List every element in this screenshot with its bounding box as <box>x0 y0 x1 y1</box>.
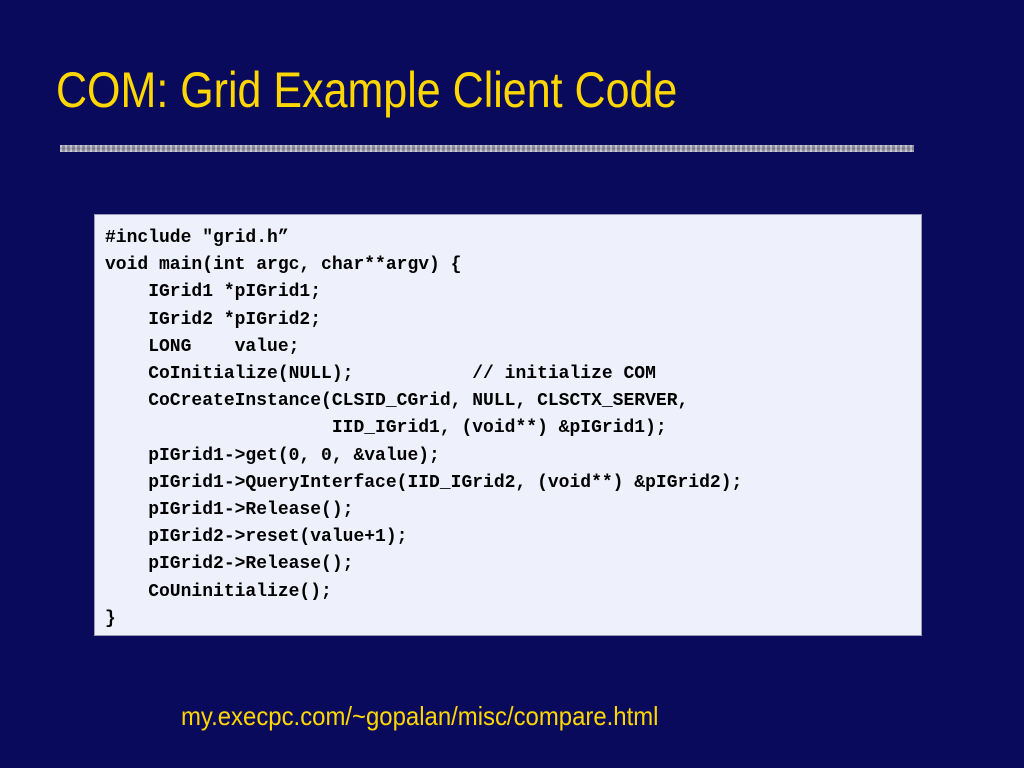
code-line: CoCreateInstance(CLSID_CGrid, NULL, CLSC… <box>105 391 689 412</box>
code-line: IID_IGrid1, (void**) &pIGrid1); <box>105 418 667 439</box>
code-line: pIGrid1->get(0, 0, &value); <box>105 445 440 466</box>
slide-title: COM: Grid Example Client Code <box>56 62 678 118</box>
reference-link[interactable]: my.execpc.com/~gopalan/misc/compare.html <box>181 701 659 731</box>
code-line: CoUninitialize(); <box>105 581 332 602</box>
code-line: void main(int argc, char**argv) { <box>105 255 462 276</box>
code-line: pIGrid1->Release(); <box>105 500 354 521</box>
code-block: #include "grid.h” void main(int argc, ch… <box>94 214 922 636</box>
code-line: pIGrid1->QueryInterface(IID_IGrid2, (voi… <box>105 472 743 493</box>
code-line: CoInitialize(NULL); // initialize COM <box>105 364 656 385</box>
code-line: IGrid2 *pIGrid2; <box>105 309 322 330</box>
code-line: #include "grid.h” <box>105 228 289 248</box>
code-line: pIGrid2->Release(); <box>105 554 354 575</box>
code-line: pIGrid2->reset(value+1); <box>105 527 408 548</box>
title-divider <box>60 145 914 152</box>
code-line: IGrid1 *pIGrid1; <box>105 282 322 303</box>
code-line: LONG value; <box>105 336 300 357</box>
code-line: } <box>105 608 116 629</box>
